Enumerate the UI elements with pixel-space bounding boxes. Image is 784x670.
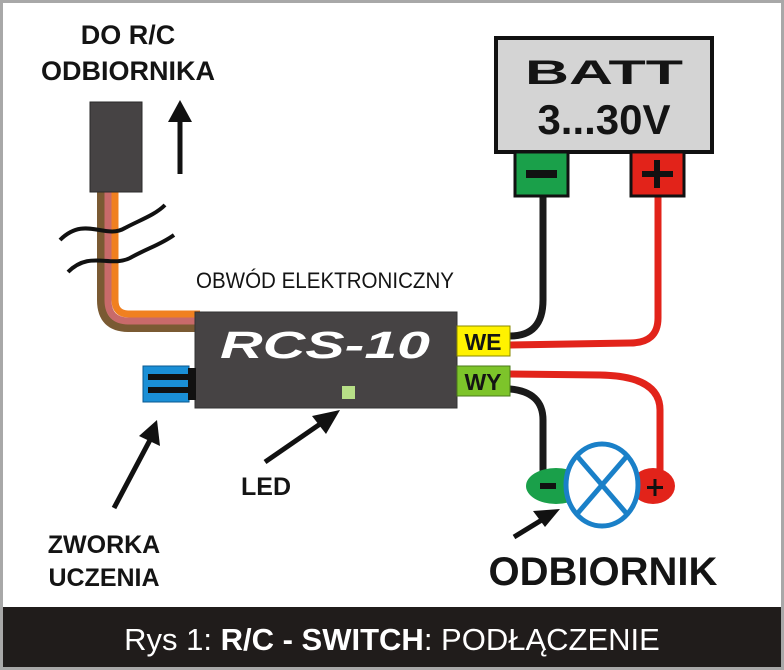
servo-cable (97, 190, 200, 332)
caption-title: R/C - SWITCH (220, 622, 424, 657)
battery-black-wire (509, 194, 547, 340)
arrow-jumper-icon (111, 420, 160, 510)
arrow-up-icon (168, 100, 192, 174)
output-black-wire (509, 385, 547, 476)
rcs10-module (194, 311, 458, 409)
servo-wire-pink (104, 190, 200, 325)
battery-label: BATT (525, 54, 683, 92)
receiver-label-line2: ODBIORNIKA (41, 56, 215, 86)
servo-wire-orange (111, 190, 200, 318)
battery (494, 36, 714, 154)
cable-break-mark (58, 203, 167, 242)
device-logo: RCS-10 (220, 325, 430, 367)
servo-plug (89, 101, 143, 193)
output-red-wire (509, 370, 664, 478)
battery-minus-icon (526, 170, 557, 178)
load-minus-icon (540, 483, 556, 489)
load-plus-icon (647, 479, 663, 496)
arrow-load-icon (512, 509, 560, 540)
learning-jumper (142, 365, 196, 403)
lamp-icon (563, 441, 641, 529)
receiver-label-line1: DO R/C (81, 20, 176, 50)
arrow-led-icon (263, 410, 340, 465)
port-wy (456, 365, 511, 397)
port-we (456, 325, 511, 357)
jumper-label-line1: ZWORKA (48, 531, 160, 559)
cable-break-mark (66, 233, 176, 274)
battery-plus-icon (642, 160, 673, 188)
led-indicator (342, 386, 355, 399)
jumper-label-line2: UCZENIA (48, 564, 159, 592)
figure-caption: Rys 1: R/C - SWITCH: PODŁĄCZENIE (3, 607, 781, 667)
battery-red-wire (509, 194, 662, 349)
port-we-label: WE (464, 329, 501, 355)
servo-wire-brown (97, 190, 200, 332)
port-wy-label: WY (464, 369, 501, 395)
battery-voltage: 3...30V (537, 96, 670, 143)
circuit-label: OBWÓD ELEKTRONICZNY (196, 268, 454, 293)
load-label: ODBIORNIK (489, 550, 718, 594)
caption-prefix: Rys 1: (124, 622, 221, 657)
led-label: LED (241, 473, 291, 501)
caption-suffix: : PODŁĄCZENIE (423, 622, 660, 657)
